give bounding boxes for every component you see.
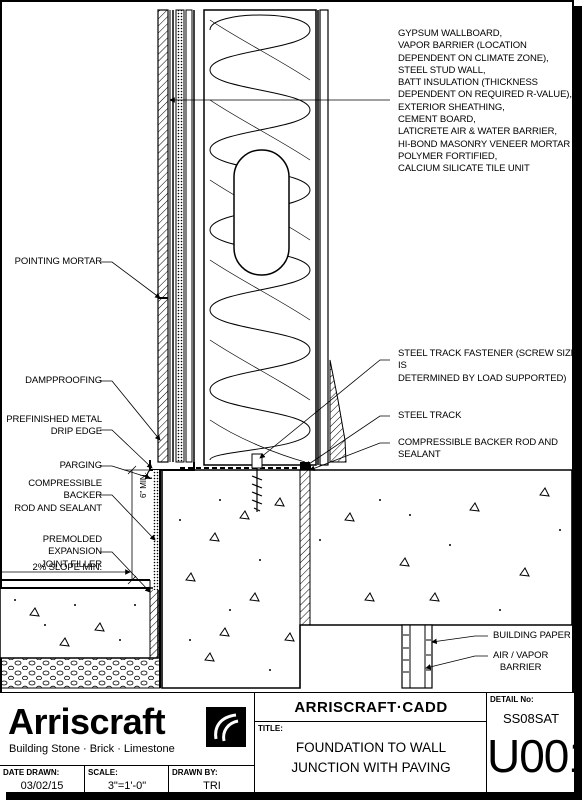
date-label: DATE DRAWN: <box>3 768 60 777</box>
pointing-mortar-callout: POINTING MORTAR <box>14 256 102 267</box>
logo-cell: Arriscraft Building Stone · Brick · Lime… <box>0 693 254 765</box>
title-cell: TITLE: FOUNDATION TO WALL JUNCTION WITH … <box>254 721 486 793</box>
parging-callout: PARGING <box>59 460 103 471</box>
drawing-title: FOUNDATION TO WALL JUNCTION WITH PAVING <box>291 740 451 775</box>
detail-code: SS08SAT <box>502 711 560 726</box>
detail-number-cell: DETAIL No: SS08SAT U001 <box>486 693 582 793</box>
interior-trim <box>329 359 347 463</box>
wall-assembly-callout: GYPSUM WALLBOARD, VAPOR BARRIER (LOCATIO… <box>398 28 576 175</box>
expansion-joint <box>149 587 161 659</box>
title-label: TITLE: <box>258 724 283 733</box>
dimension-callout: 6" MIN. <box>139 472 148 498</box>
date-value: 03/02/15 <box>20 780 64 792</box>
building-paper-strip <box>401 624 433 689</box>
title-block: Arriscraft Building Stone · Brick · Lime… <box>0 692 582 793</box>
drawn-by-cell: DRAWN BY: TRI <box>168 765 254 793</box>
steel-track-callout: STEEL TRACK <box>398 410 462 421</box>
callout-leaders <box>100 97 488 670</box>
track-fastener-callout: STEEL TRACK FASTENER (SCREW SIZE IS DETE… <box>398 348 577 384</box>
parging <box>153 470 159 590</box>
batt-insulation <box>203 9 317 466</box>
cement-board-and-sheathing <box>175 9 195 465</box>
company-logo-text: Arriscraft <box>8 701 166 742</box>
section-drawing <box>0 9 573 689</box>
logo-mark-icon <box>206 707 246 747</box>
drawn-by-label: DRAWN BY: <box>172 768 218 777</box>
air-vapor-barrier-callout: AIR / VAPOR BARRIER <box>493 650 549 674</box>
drawn-by-value: TRI <box>203 780 221 792</box>
gypsum-wallboard <box>317 9 329 466</box>
concrete-aggregate <box>29 487 550 662</box>
dampproofing-callout: DAMPPROOFING <box>25 375 102 386</box>
dimension-6in <box>124 465 150 585</box>
sheet-shadow-bottom <box>6 792 582 800</box>
backer-rod-left-callout: COMPRESSIBLE BACKER ROD AND SEALANT <box>14 478 102 514</box>
sheet-shadow-right <box>574 6 582 800</box>
scale-value: 3"=1'-0" <box>107 780 147 792</box>
backer-rod-sealant-right <box>299 469 311 626</box>
expansion-filler-callout: PREMOLDED EXPANSION JOINT FILLER <box>41 534 102 570</box>
building-paper-callout: BUILDING PAPER <box>493 630 571 641</box>
tile-veneer <box>157 9 174 463</box>
date-cell: DATE DRAWN: 03/02/15 <box>0 765 84 793</box>
scale-cell: SCALE: 3"=1'-0" <box>84 765 168 793</box>
drip-edge-callout: PREFINISHED METAL DRIP EDGE <box>6 414 102 438</box>
concrete-paving-slab <box>0 579 161 689</box>
company-tagline: Building Stone · Brick · Limestone <box>9 743 175 755</box>
scale-label: SCALE: <box>88 768 118 777</box>
detail-no-label: DETAIL No: <box>490 695 534 704</box>
brand-cell: ARRISCRAFT·CADD <box>254 693 486 721</box>
cadd-brand: ARRISCRAFT·CADD <box>294 699 448 716</box>
slope-callout: 2% SLOPE MIN. <box>32 562 103 573</box>
backer-rod-right-callout: COMPRESSIBLE BACKER ROD AND SEALANT <box>398 437 558 461</box>
detail-number: U001 <box>487 730 582 782</box>
